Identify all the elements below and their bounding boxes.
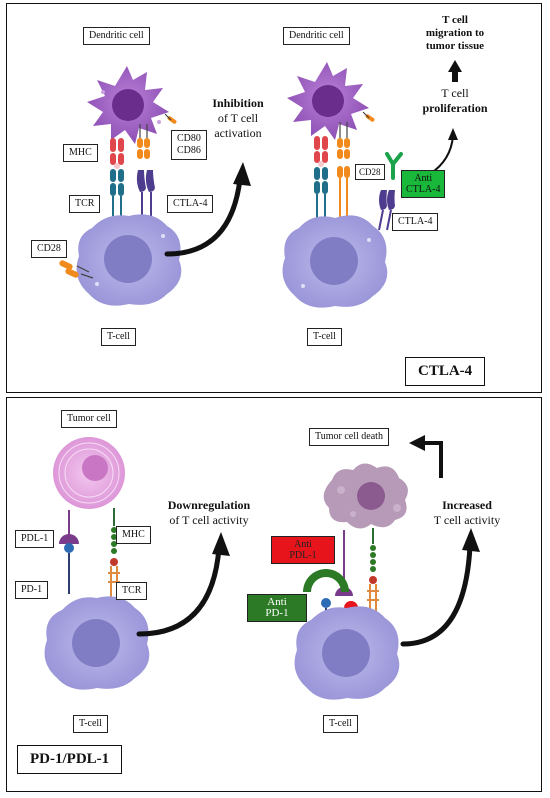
cd80-ligand-free-right <box>362 111 375 122</box>
proliferation-heading: proliferation <box>422 101 488 115</box>
pd1-panel-title: PD-1/PDL-1 <box>17 745 123 774</box>
migration-arrow <box>448 60 462 82</box>
dendritic-cell-left <box>87 66 169 144</box>
t-cell-bottom-left <box>44 596 150 690</box>
ctla4-molecule-right <box>378 190 395 231</box>
cd28-label-right: CD28 <box>355 164 385 180</box>
downregulation-heading: Downregulation <box>167 498 251 512</box>
pdl1-pd1-complex-left <box>59 510 79 594</box>
tumor-death-label: Tumor cell death <box>309 428 389 446</box>
mhc-label-bottom: MHC <box>116 526 151 544</box>
t-cell-label-left: T-cell <box>101 328 136 346</box>
downregulation-text: of T cell activity <box>169 513 249 527</box>
mhc-molecule-left <box>110 138 124 169</box>
tumor-cell-label: Tumor cell <box>61 410 117 428</box>
dendritic-cell-right <box>287 62 369 140</box>
ctla4-label-left: CTLA-4 <box>167 195 214 213</box>
inhibition-heading: Inhibition <box>212 96 264 110</box>
proliferation-arrow <box>429 128 458 175</box>
cd80-cd86-molecule-left <box>137 124 150 159</box>
pd1-pdl1-panel: Tumor cell PDL-1 PD-1 MHC TCR T-cell Dow… <box>6 397 542 792</box>
tcr-molecule-right <box>314 167 328 218</box>
t-cell-bottom-right <box>294 606 400 700</box>
t-cell-left <box>76 214 182 306</box>
mhc-label-left: MHC <box>63 144 98 162</box>
pdl1-label: PDL-1 <box>15 530 55 548</box>
ctla4-panel-title: CTLA-4 <box>405 357 486 386</box>
pd1-label-left: PD-1 <box>15 581 49 599</box>
tcr-label-left: TCR <box>69 195 101 213</box>
cd80-cd86-label: CD80 CD86 <box>171 130 207 160</box>
mhc-molecule-right <box>314 136 328 167</box>
dendritic-cell-label-right: Dendritic cell <box>283 27 350 45</box>
t-cell-label-bottom-left: T-cell <box>73 715 108 733</box>
ctla4-illustration <box>59 60 462 308</box>
tumor-death-arrow <box>409 435 443 478</box>
cd80-ligand-free <box>164 113 177 124</box>
t-cell-label-right: T-cell <box>307 328 342 346</box>
downregulation-arrow <box>136 532 230 637</box>
pd1-illustration <box>44 435 480 700</box>
tcr-molecule-left <box>110 169 124 216</box>
anti-ctla4-antibody <box>385 152 403 180</box>
anti-pd1-label: Anti PD-1 <box>247 594 307 622</box>
pdl1-with-antibody <box>335 530 358 615</box>
tcr-label-bottom: TCR <box>116 582 148 600</box>
cd80-cd28-bound-right <box>337 122 350 218</box>
mhc-tcr-complex-right <box>367 528 379 612</box>
cd28-molecule-left <box>59 260 94 279</box>
t-cell-label-bottom-right: T-cell <box>323 715 358 733</box>
proliferation-top-text: T cell <box>441 86 469 100</box>
ctla4-molecule-left <box>136 170 155 216</box>
anti-ctla4-label: Anti CTLA-4 <box>401 170 446 198</box>
increased-activity-arrow <box>400 528 480 647</box>
ctla4-panel: Dendritic cell MHC CD80 CD86 TCR CTLA-4 … <box>6 3 542 393</box>
mhc-tcr-complex-left <box>108 508 120 600</box>
ctla4-label-right: CTLA-4 <box>392 213 439 231</box>
increased-text: T cell activity <box>433 513 501 527</box>
cd28-label-left: CD28 <box>31 240 67 258</box>
dendritic-cell-label-left: Dendritic cell <box>83 27 150 45</box>
migration-text: T cell migration to tumor tissue <box>425 14 485 52</box>
tumor-cell <box>53 437 125 509</box>
anti-pdl1-label: Anti PDL-1 <box>271 536 335 564</box>
inhibition-text: of T cell activation <box>214 111 262 140</box>
dying-tumor-cell <box>323 463 408 529</box>
t-cell-right <box>282 215 388 308</box>
inhibition-arrow <box>164 162 251 257</box>
increased-heading: Increased <box>442 498 492 512</box>
